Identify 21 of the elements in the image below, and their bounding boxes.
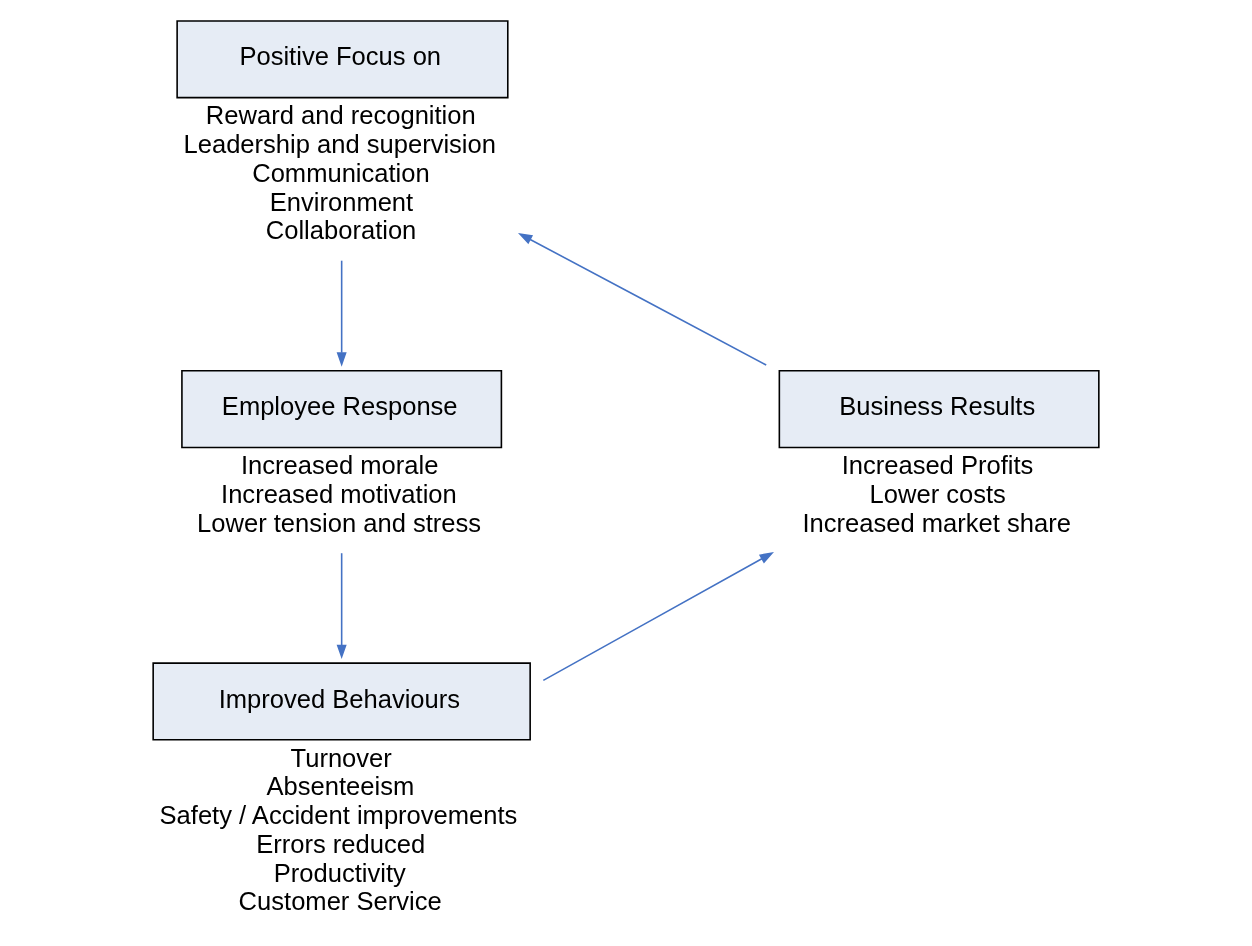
node-label: Increased morale	[241, 451, 439, 480]
node-label: Environment	[269, 187, 414, 216]
node-label: Leadership and supervision	[183, 130, 496, 159]
node-label: Lower costs	[869, 480, 1006, 509]
arrow	[336, 552, 347, 660]
node-label: Collaboration	[265, 216, 417, 245]
node-label: Absenteeism	[266, 772, 415, 801]
node-label: Customer Service	[238, 887, 442, 916]
node-label: Increased Profits	[841, 451, 1034, 480]
node-label: Safety / Accident improvements	[159, 801, 518, 830]
arrow	[336, 259, 347, 367]
node-label: Productivity	[273, 858, 406, 887]
node-label: Errors reduced	[256, 829, 426, 858]
node-label: Reward and recognition	[205, 101, 476, 130]
node-label: Communication	[252, 158, 430, 187]
arrow	[517, 232, 767, 366]
node-label: Increased motivation	[221, 480, 457, 509]
node-label: Lower tension and stress	[197, 508, 482, 537]
arrow	[542, 552, 774, 682]
node-label: Increased market share	[802, 508, 1071, 537]
node-label: Turnover	[290, 743, 392, 772]
